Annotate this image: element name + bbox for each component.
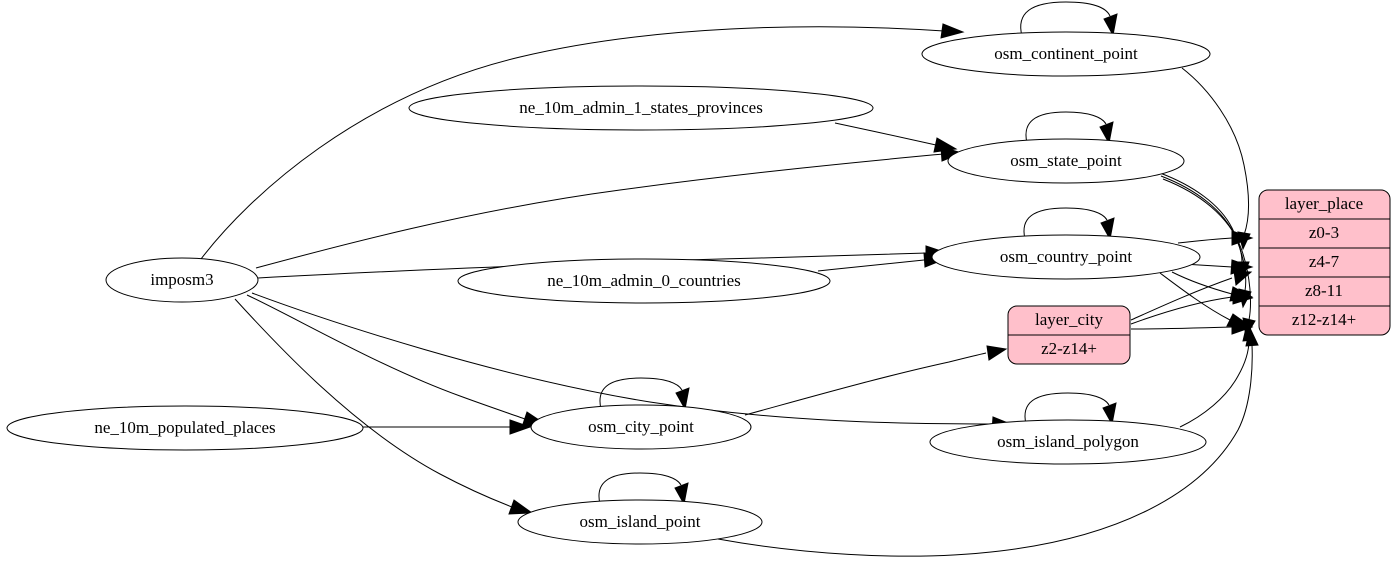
node-osm-island-polygon[interactable]: osm_island_polygon [929, 419, 1207, 465]
edge-osm-island-polygon-to-layer-place-z12 [1179, 322, 1256, 428]
node-osm-continent-point[interactable]: osm_continent_point [921, 31, 1211, 77]
edge-osm-country-point-to-layer-place-z0 [1177, 230, 1254, 246]
edge-self-loop-osm-island-point [598, 472, 689, 506]
node-osm-state-point[interactable]: osm_state_point [947, 138, 1185, 184]
edge-osm-city-point-to-layer-city-z2 [744, 345, 1008, 416]
node-osm-island-point[interactable]: osm_island_point [517, 499, 763, 545]
edge-imposm3-to-osm-island-point [234, 298, 534, 515]
node-ne-10m-admin-1-states-provinces[interactable]: ne_10m_admin_1_states_provinces [408, 85, 874, 131]
layer-place-box[interactable] [1258, 189, 1391, 336]
node-layer-city[interactable]: layer_city z2-z14+ [1007, 305, 1131, 365]
edge-self-loop-osm-continent-point [1020, 1, 1118, 37]
edge-ne-admin1-to-osm-state-point [834, 122, 958, 153]
edge-osm-continent-point-to-layer-place-z0 [1181, 67, 1251, 251]
edge-osm-island-point-to-layer-place-z12 [717, 326, 1259, 557]
source-node-layer: imposm3 ne_10m_admin_1_states_provinces … [6, 85, 874, 451]
node-imposm3[interactable]: imposm3 [105, 257, 259, 303]
node-osm-country-point[interactable]: osm_country_point [931, 234, 1201, 280]
node-layer-place[interactable]: layer_place z0-3 z4-7 z8-11 z12-z14+ [1258, 189, 1391, 336]
edge-imposm3-to-osm-continent-point [200, 23, 965, 260]
node-osm-city-point[interactable]: osm_city_point [530, 404, 752, 450]
edge-imposm3-to-osm-state-point [255, 146, 964, 269]
edge-ne-populated-to-osm-city-point [363, 419, 532, 435]
node-ne-10m-populated-places[interactable]: ne_10m_populated_places [6, 405, 364, 451]
edge-imposm3-to-osm-city-point [246, 294, 547, 428]
edge-self-loop-osm-island-polygon [1024, 392, 1117, 426]
edge-self-loop-osm-country-point [1023, 207, 1115, 241]
edge-layer-city-to-layer-place-z4 [1130, 270, 1253, 321]
edge-self-loop-osm-city-point [599, 377, 690, 411]
edge-self-loop-osm-state-point [1025, 111, 1114, 145]
edge-layer-city-to-layer-place-z8 [1130, 289, 1254, 325]
edge-layer-city-to-layer-place-z12 [1130, 319, 1254, 335]
node-ne-10m-admin-0-countries[interactable]: ne_10m_admin_0_countries [457, 258, 831, 304]
